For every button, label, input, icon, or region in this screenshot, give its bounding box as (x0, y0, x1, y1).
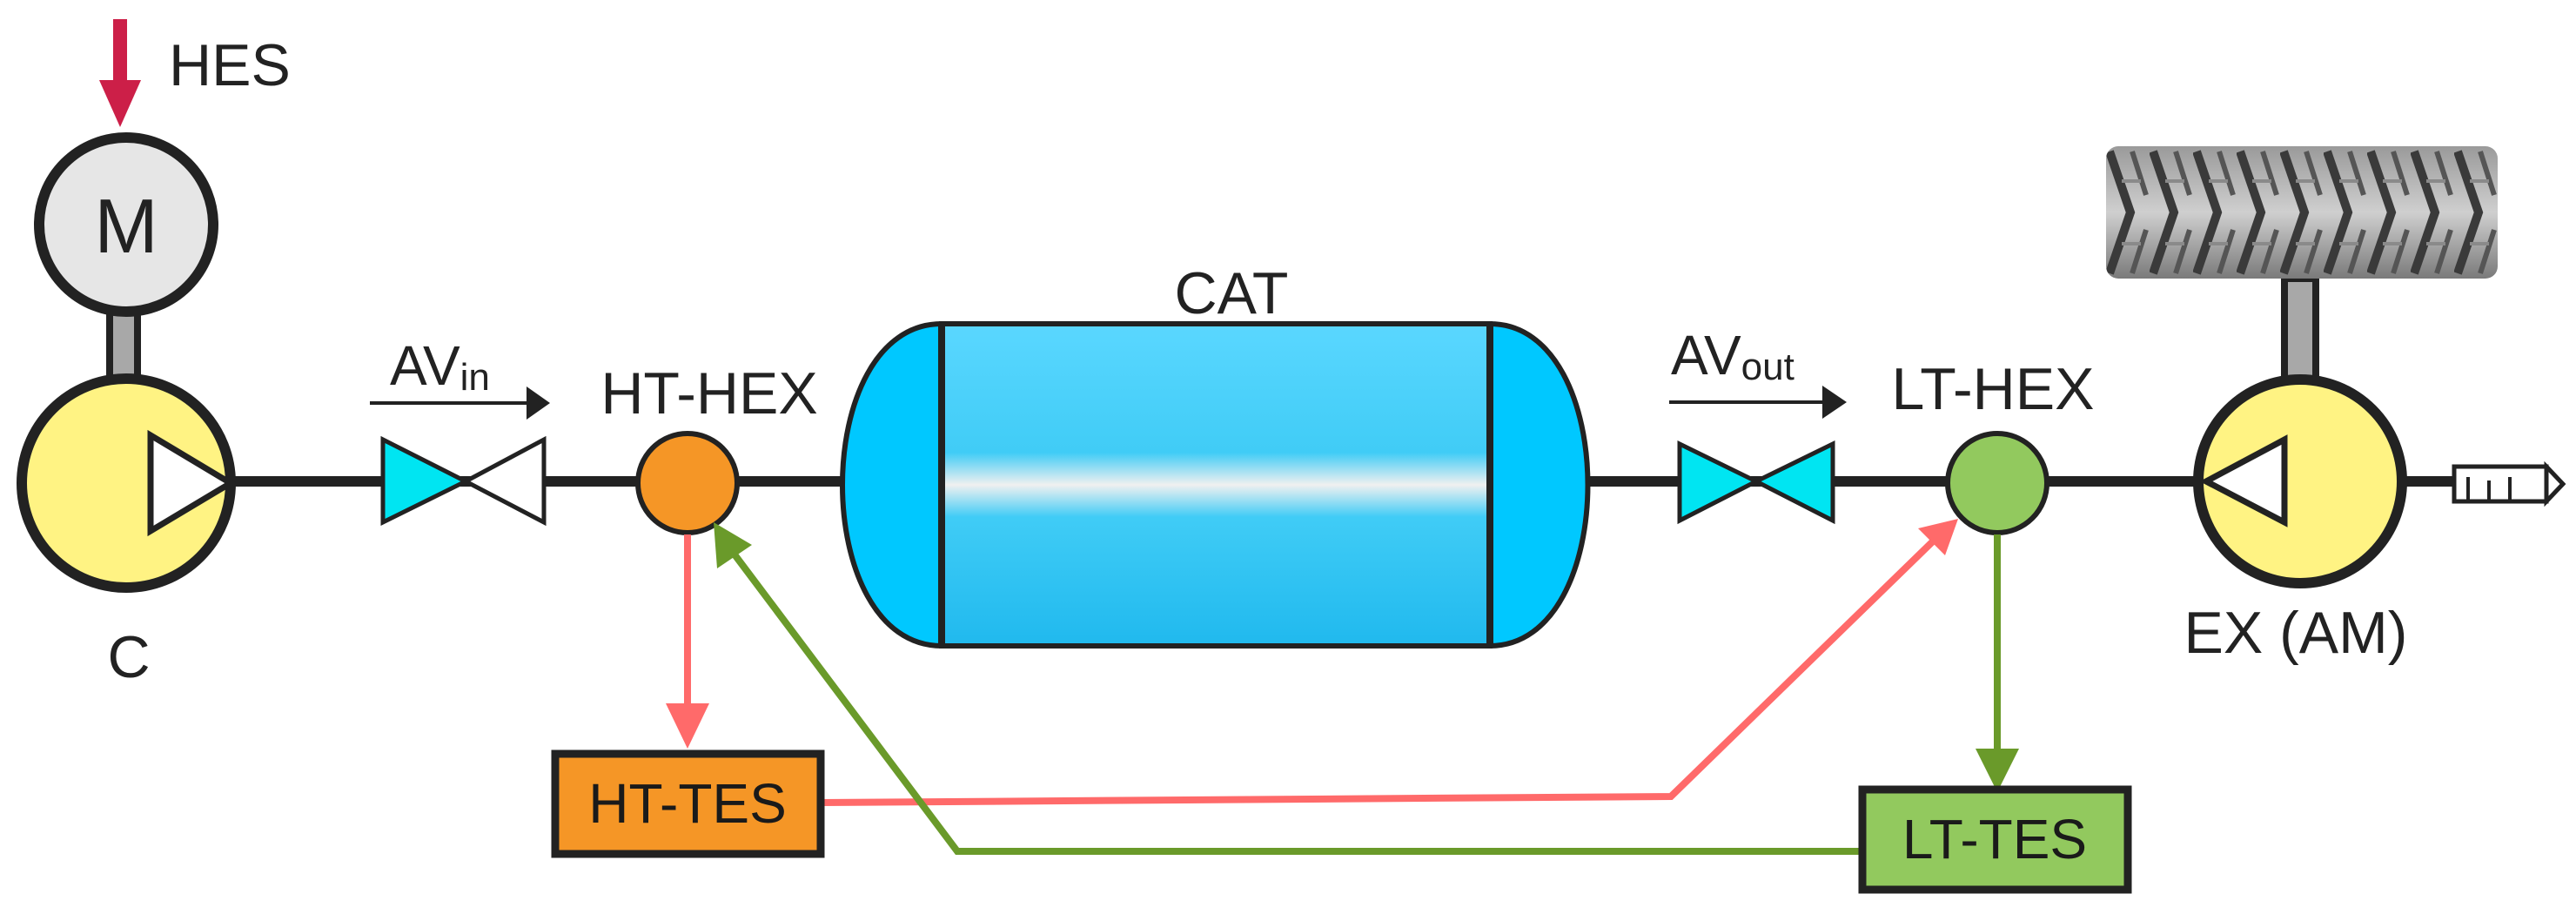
exhaust-muffler-icon (2452, 460, 2566, 507)
outlet-valve-icon (1677, 440, 1835, 525)
expander-label: EX (AM) (2184, 600, 2408, 666)
hes-label: HES (169, 32, 291, 98)
expander-triangle-icon (2199, 434, 2288, 528)
ht-hex-label: HT-HEX (600, 360, 817, 427)
inlet-flow-arrowhead-icon (527, 386, 550, 420)
hes-arrow-icon (99, 19, 141, 127)
motor-label: M (94, 183, 158, 269)
ht-hex-icon (635, 431, 740, 535)
cat-label: CAT (1175, 260, 1289, 326)
ht-tes-label: HT-TES (588, 772, 787, 835)
ht-tes-box (551, 749, 825, 858)
motor-icon (34, 132, 218, 317)
av-in-label: AVin (390, 334, 490, 399)
lt-tes-arrowhead-icon (1976, 749, 2019, 792)
lt-tes-box (1858, 785, 2132, 894)
cat-tank (840, 320, 1591, 649)
motor-shaft (106, 306, 141, 384)
lt-hex-arrowhead-icon (1918, 519, 1958, 555)
lt-tes-label: LT-TES (1902, 808, 2087, 870)
lt-hex-label: LT-HEX (1891, 356, 2094, 422)
ht-tes-arrowhead-icon (666, 703, 709, 749)
tire-tread-icon (2106, 146, 2498, 279)
expander-icon (2193, 374, 2407, 588)
outlet-flow-arrowhead-icon (1822, 386, 1847, 419)
av-out-label: AVout (1671, 324, 1794, 388)
compressor-label: C (107, 624, 150, 690)
compressor-triangle-icon (147, 429, 237, 537)
ht-hex-arrowhead-icon (714, 522, 752, 568)
ht-tes-to-lt-hex-arrow (822, 535, 1939, 806)
expander-shaft (2281, 275, 2319, 393)
inlet-valve-icon (380, 435, 547, 527)
lt-hex-icon (1945, 431, 2049, 535)
tank-left-cap (840, 320, 944, 649)
lt-tes-to-ht-hex-arrow (723, 541, 1862, 855)
tank-right-cap (1487, 320, 1591, 649)
